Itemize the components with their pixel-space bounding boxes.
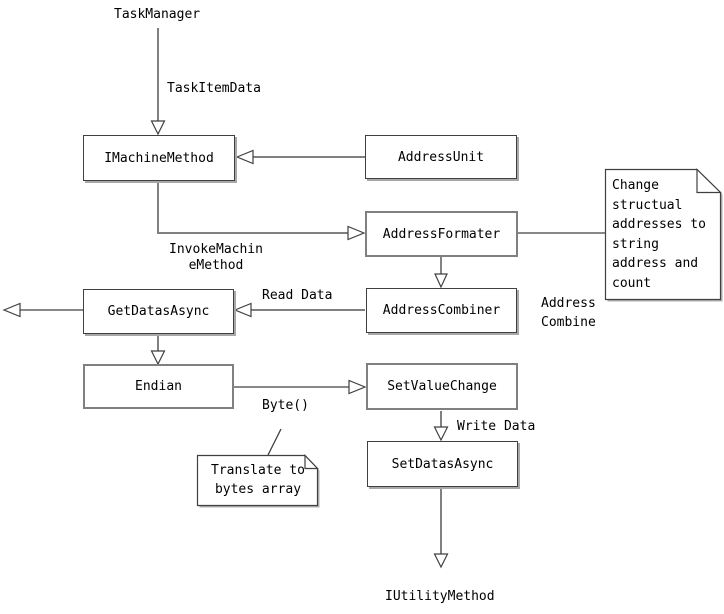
note-change-addresses-text: Change structual addresses to string add…	[612, 178, 706, 291]
node-set-value-change: SetValueChange	[366, 363, 518, 410]
node-get-datas-async: GetDatasAsync	[83, 289, 234, 334]
node-label-task-manager: TaskManager	[114, 7, 201, 22]
edge-label-task-item-data: TaskItemData	[167, 81, 261, 96]
edge-label-write-data: Write Data	[457, 419, 536, 434]
edge-label-byte-call: Byte()	[262, 398, 309, 413]
edge-byte-to-note	[267, 428, 282, 456]
edge-addressformater-to-addresscombiner	[434, 257, 448, 289]
node-address-formater: AddressFormater	[365, 211, 518, 257]
edge-taskmanager-to-imachinemethod	[150, 28, 166, 136]
note-translate-bytes-text: Translate to bytes array	[211, 463, 305, 497]
edge-setvaluechange-to-setdatasasync	[433, 411, 449, 442]
node-endian: Endian	[83, 364, 234, 409]
node-address-unit: AddressUnit	[365, 135, 517, 179]
edge-addresscombiner-to-getdatasasync	[233, 302, 365, 318]
node-address-combiner: AddressCombiner	[366, 288, 517, 333]
edge-setdatasasync-to-iutilitymethod	[433, 487, 449, 569]
edge-imachinemethod-to-addressformater	[157, 181, 366, 241]
edge-getdatasasync-to-west	[2, 302, 83, 318]
node-imachine-method: IMachineMethod	[83, 135, 235, 181]
edge-addressunit-to-imachinemethod	[235, 149, 365, 165]
node-label-iutility-method: IUtilityMethod	[385, 589, 495, 604]
edge-label-address-combine: Address Combine	[541, 296, 596, 330]
edge-endian-to-setvaluechange	[234, 379, 367, 395]
node-set-datas-async: SetDatasAsync	[367, 441, 518, 487]
edge-label-invoke-machine-method: InvokeMachin eMethod	[169, 242, 263, 273]
edge-label-read-data: Read Data	[262, 288, 333, 303]
edge-getdatasasync-to-endian	[150, 334, 166, 366]
